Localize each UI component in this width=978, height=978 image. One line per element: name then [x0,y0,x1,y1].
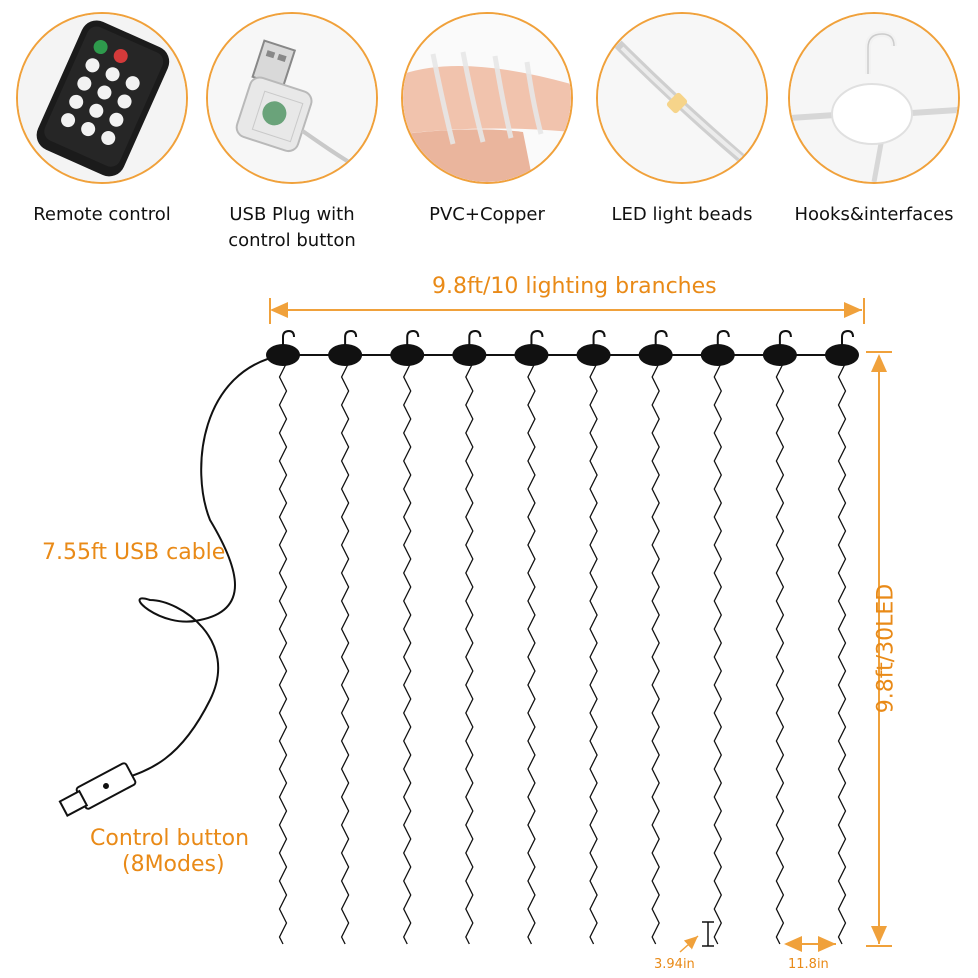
feature-label: LED light beads [611,204,753,225]
feature-label: USB Plug with control button [228,204,356,251]
feature-usb-plug: USB Plug with control button [202,12,382,254]
feature-label: PVC+Copper [429,204,545,225]
light-branch [576,329,611,945]
cable-label: 7.55ft USB cable [42,540,226,565]
usb-cable [119,354,284,781]
bead-chain [465,354,474,945]
feature-remote-control: Remote control [12,12,192,228]
hook-icon [530,329,544,349]
remote-control-icon [16,12,188,184]
light-branch [452,329,487,945]
connector-disc [266,344,300,366]
connector-disc [452,344,487,366]
light-branch [514,329,549,945]
modes-label: (8Modes) [122,852,225,877]
hook-icon [406,329,420,349]
connector-disc [700,344,735,366]
bead-chain [775,354,785,945]
light-branch [390,329,425,945]
bead-chain [527,354,536,945]
control-button-label: Control button [90,826,250,851]
light-branch [825,329,859,945]
width-label: 9.8ft/10 lighting branches [432,274,717,299]
connector-disc [638,344,673,366]
feature-label: Hooks&interfaces [794,204,954,225]
usb-plug [58,762,137,817]
light-branch [762,329,797,945]
hook-icon [282,329,295,349]
hook-icon [592,329,606,349]
light-branch [266,329,300,945]
branch-spacing-label: 11.8in [788,957,829,972]
usb-plug-icon [206,12,378,184]
bead-chain [589,354,598,945]
led-bead-icon [596,12,768,184]
connector-disc [825,344,859,366]
hook-icon [841,329,854,349]
connector-disc [390,344,425,366]
hook-icon [344,329,358,349]
feature-led-beads: LED light beads [592,12,772,228]
bead-chain [402,354,412,945]
feature-hooks: Hooks&interfaces [784,12,964,228]
bead-chain [837,354,847,945]
bead-chain [651,354,660,945]
light-branch [328,329,363,945]
feature-label: Remote control [33,204,171,225]
light-branch [638,329,673,945]
hook-icon [654,329,668,349]
connector-disc [514,344,549,366]
bead-spacing-label: 3.94in [654,957,695,972]
hook-icon [778,329,792,349]
connector-disc [328,344,363,366]
bead-spacing-arrow [679,935,699,953]
hook-icon [788,12,960,184]
wire-on-finger-icon [401,12,573,184]
bead-chain [278,354,288,945]
height-label: 9.8ft/30LED [873,583,899,714]
bead-chain [340,354,350,945]
feature-pvc-copper: PVC+Copper [397,12,577,228]
bead-chain [713,354,723,945]
connector-disc [576,344,611,366]
hook-icon [716,329,730,349]
hook-icon [468,329,482,349]
light-branch [700,329,735,945]
connector-disc [762,344,797,366]
